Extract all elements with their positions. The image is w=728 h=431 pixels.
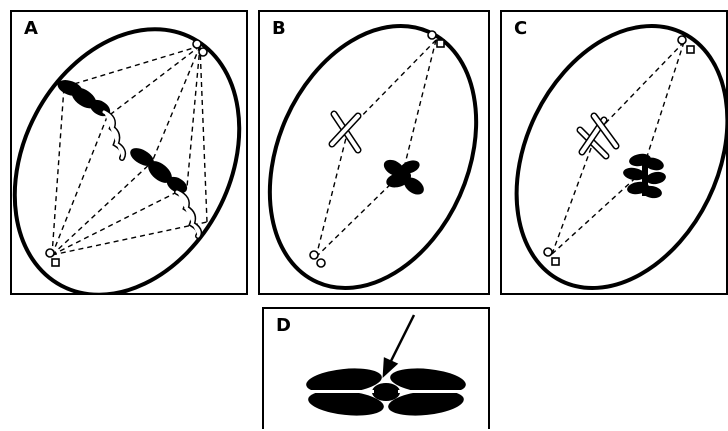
light-chromosome-pair xyxy=(580,116,616,156)
arrow-icon xyxy=(384,315,414,375)
dark-chromosome xyxy=(381,156,427,198)
cell-membrane xyxy=(502,12,726,293)
cell-diagram-c xyxy=(502,12,726,293)
centriole-pair-bottom xyxy=(310,251,325,267)
spindle-fibers xyxy=(52,46,207,255)
cell-membrane xyxy=(260,12,488,293)
dark-chromosome-pair xyxy=(622,152,667,199)
panel-a: A xyxy=(10,10,248,295)
centriole-pair-bottom xyxy=(544,248,559,265)
light-chromosome xyxy=(332,114,358,150)
chromosome-closeup xyxy=(264,309,488,431)
panel-b: B xyxy=(258,10,490,295)
dark-chromosomes xyxy=(55,77,190,197)
centriole-pair-bottom xyxy=(46,249,59,266)
spindle-fibers xyxy=(316,40,436,257)
cell-diagram-a xyxy=(12,12,246,293)
cell-diagram-b xyxy=(260,12,488,293)
panel-d: D xyxy=(262,307,490,429)
panel-c: C xyxy=(500,10,728,295)
